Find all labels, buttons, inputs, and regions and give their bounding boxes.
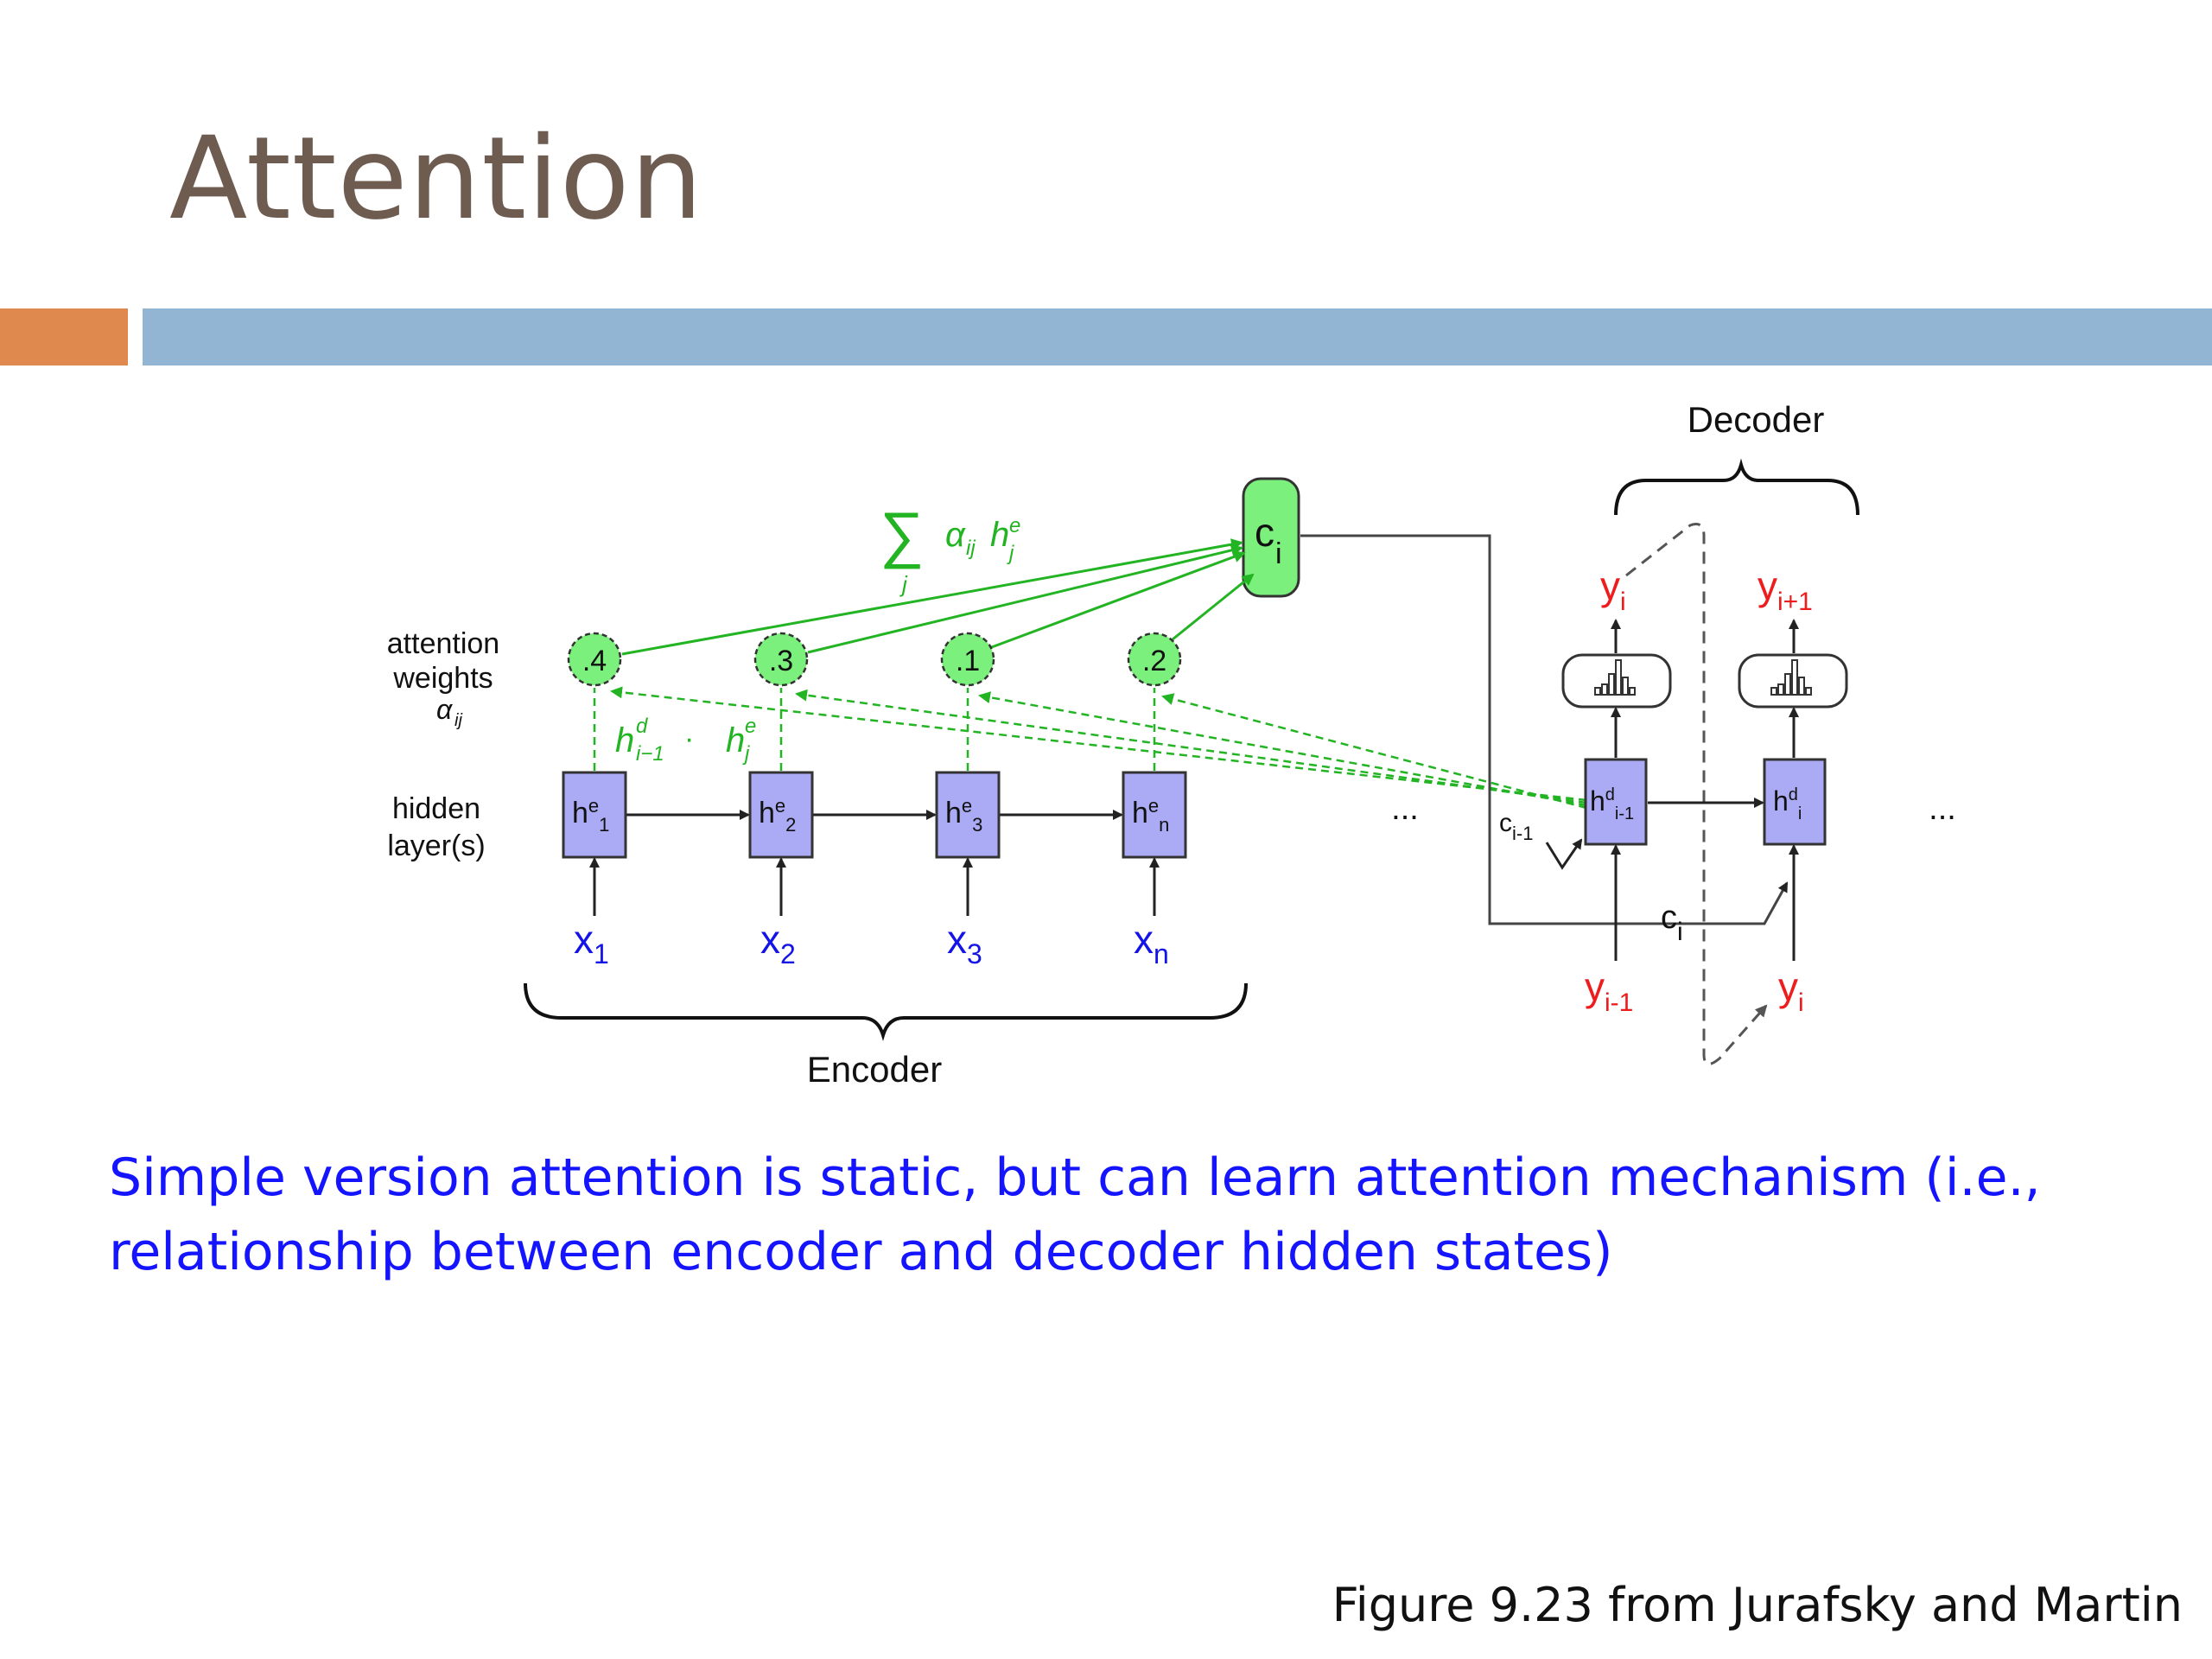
decoder-hidden-node-prev: hdi-1 bbox=[1584, 758, 1648, 846]
encoder-hidden-node: hen bbox=[1122, 771, 1187, 859]
svg-text:ci-1: ci-1 bbox=[1499, 809, 1533, 844]
slide-caption: Simple version attention is static, but … bbox=[109, 1147, 2041, 1282]
svg-text:layer(s): layer(s) bbox=[387, 830, 485, 862]
current-context-label: ci bbox=[1661, 899, 1683, 946]
decoder-input-label-prev: yi-1 bbox=[1585, 964, 1633, 1017]
svg-text:hen: hen bbox=[1132, 795, 1169, 836]
svg-text:ij: ij bbox=[454, 711, 462, 730]
svg-text:.4: .4 bbox=[582, 645, 607, 677]
attention-diagram: Decoder ∑ j α ij h e j c i attention wei… bbox=[387, 399, 1956, 1090]
prev-context-label: ci-1 bbox=[1499, 809, 1583, 870]
svg-text:x3: x3 bbox=[947, 917, 982, 969]
dot-product-formula: h d i−1 · h e j bbox=[615, 715, 756, 766]
figure-source: Figure 9.23 from Jurafsky and Martin bbox=[1332, 1578, 2183, 1632]
svg-text:.2: .2 bbox=[1142, 645, 1166, 677]
weight-node: .3 bbox=[753, 632, 809, 687]
decoder-label: Decoder bbox=[1688, 399, 1825, 440]
decoder-ellipsis: ... bbox=[1929, 791, 1956, 827]
svg-text:h: h bbox=[615, 721, 634, 760]
svg-text:h: h bbox=[990, 516, 1009, 554]
svg-text:.1: .1 bbox=[956, 645, 980, 677]
context-vector-node bbox=[1242, 477, 1300, 598]
softmax-output-box bbox=[1738, 653, 1848, 709]
context-vector-label: c i bbox=[1255, 510, 1282, 570]
svg-text:x1: x1 bbox=[574, 917, 609, 969]
decoder-input-label: yi bbox=[1778, 964, 1804, 1017]
svg-text:·: · bbox=[684, 722, 694, 755]
svg-text:he2: he2 bbox=[759, 795, 796, 836]
svg-text:ci: ci bbox=[1661, 899, 1683, 946]
encoder-input: xn bbox=[1134, 917, 1169, 969]
encoder-input: x3 bbox=[947, 917, 982, 969]
svg-text:weights: weights bbox=[392, 662, 493, 695]
svg-text:yi: yi bbox=[1778, 964, 1804, 1017]
svg-text:x2: x2 bbox=[760, 917, 796, 969]
svg-text:yi+1: yi+1 bbox=[1758, 563, 1813, 616]
svg-text:j: j bbox=[1007, 542, 1014, 565]
context-routing-line bbox=[1300, 534, 1789, 925]
svg-text:.3: .3 bbox=[769, 645, 793, 677]
svg-text:attention: attention bbox=[387, 627, 499, 660]
decoder-output-label-next: yi+1 bbox=[1758, 563, 1813, 616]
softmax-output-box bbox=[1561, 653, 1672, 709]
svg-text:e: e bbox=[1009, 514, 1020, 537]
svg-text:c: c bbox=[1255, 510, 1274, 555]
weight-to-context-lines bbox=[621, 538, 1255, 656]
encoder-hidden-node: he2 bbox=[748, 771, 814, 859]
svg-text:i: i bbox=[1275, 537, 1282, 570]
weight-node: .2 bbox=[1127, 632, 1182, 687]
svg-text:h: h bbox=[726, 721, 745, 760]
svg-text:he3: he3 bbox=[945, 795, 982, 836]
feedback-dashed-path bbox=[1625, 523, 1768, 1065]
svg-text:yi: yi bbox=[1600, 563, 1626, 616]
svg-text:α: α bbox=[436, 694, 453, 725]
svg-text:xn: xn bbox=[1134, 917, 1169, 969]
attention-score-lines bbox=[593, 686, 1587, 810]
attention-weights-label: attention weights α ij bbox=[387, 627, 499, 730]
encoder-input: x2 bbox=[760, 917, 796, 969]
accent-bar-blue bbox=[143, 308, 2212, 365]
svg-text:he1: he1 bbox=[572, 795, 609, 836]
svg-text:j: j bbox=[742, 742, 750, 766]
svg-text:e: e bbox=[745, 715, 756, 738]
encoder-hidden-node: he3 bbox=[935, 771, 1001, 859]
svg-text:j: j bbox=[899, 571, 908, 597]
context-sum-formula: ∑ j α ij h e j bbox=[880, 500, 1020, 597]
encoder-label: Encoder bbox=[807, 1049, 942, 1090]
weight-node: .4 bbox=[567, 632, 622, 687]
decoder-brace bbox=[1614, 458, 1859, 516]
svg-text:α: α bbox=[945, 516, 966, 554]
encoder-ellipsis: ... bbox=[1391, 791, 1419, 827]
encoder-brace bbox=[524, 982, 1248, 1041]
hidden-layers-label: hidden layer(s) bbox=[387, 792, 485, 862]
accent-bar-orange bbox=[0, 308, 128, 365]
svg-text:ij: ij bbox=[966, 537, 976, 560]
svg-text:d: d bbox=[636, 715, 648, 738]
encoder-input: x1 bbox=[574, 917, 609, 969]
encoder-hidden-node: he1 bbox=[562, 771, 627, 859]
svg-text:i−1: i−1 bbox=[636, 742, 664, 766]
svg-text:hidden: hidden bbox=[392, 792, 480, 825]
weight-node: .1 bbox=[940, 632, 995, 687]
svg-text:∑: ∑ bbox=[880, 500, 924, 569]
svg-text:yi-1: yi-1 bbox=[1585, 964, 1633, 1017]
decoder-hidden-node-current: hdi bbox=[1763, 758, 1827, 846]
slide-title: Attention bbox=[169, 112, 704, 245]
decoder-output-label: yi bbox=[1600, 563, 1626, 616]
